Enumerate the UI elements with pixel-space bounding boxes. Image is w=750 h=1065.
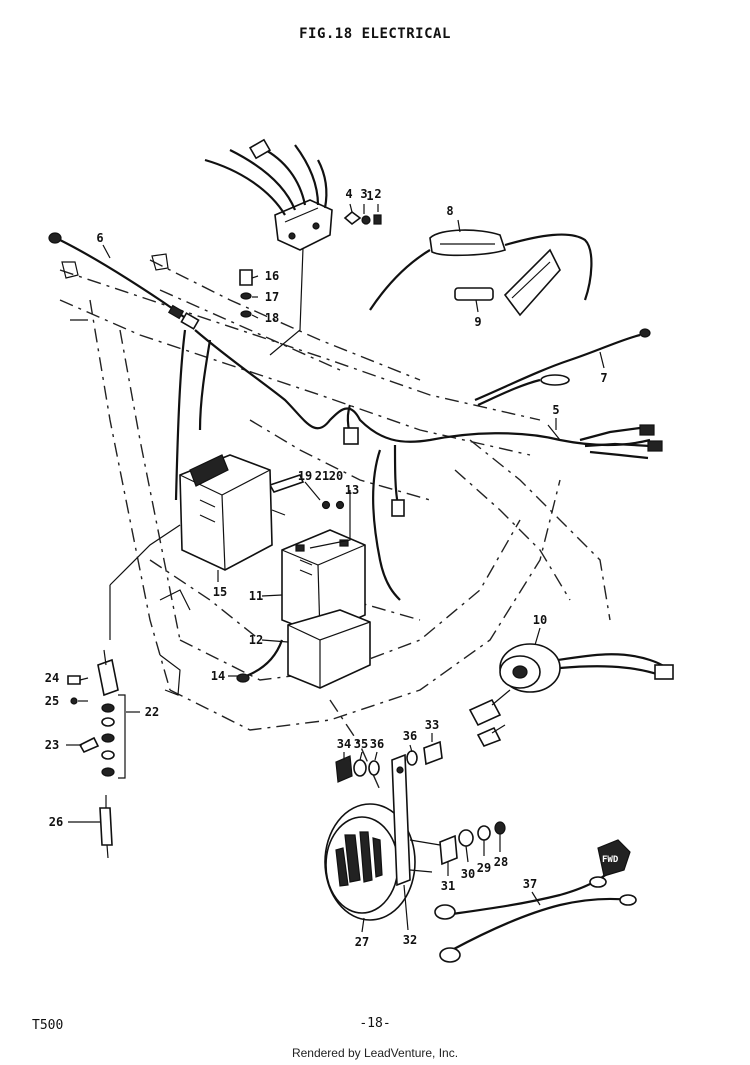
- battery-band-19[interactable]: [268, 474, 305, 493]
- callout-15: 15: [213, 585, 227, 599]
- callout-1: 1: [366, 189, 373, 203]
- callout-12: 12: [249, 633, 263, 647]
- lead-wire-6[interactable]: [48, 232, 200, 330]
- callout-3: 3: [360, 187, 367, 201]
- callout-28: 28: [494, 855, 508, 869]
- callout-6: 6: [96, 231, 103, 245]
- callout-8: 8: [446, 204, 453, 218]
- page-number: -18-: [359, 1016, 391, 1031]
- bolts-20-21[interactable]: [321, 500, 345, 510]
- brake-light-switch[interactable]: [97, 649, 126, 779]
- callout-19: 19: [298, 469, 312, 483]
- callout-31: 31: [441, 879, 455, 893]
- rendered-by-credit: Rendered by LeadVenture, Inc.: [291, 1046, 459, 1060]
- callout-35: 35: [354, 737, 368, 751]
- callout-32: 32: [403, 933, 417, 947]
- callout-36-right: 36: [403, 729, 417, 743]
- junction-block[interactable]: [204, 138, 333, 356]
- ignition-coil[interactable]: [179, 454, 286, 571]
- callout-30: 30: [461, 867, 475, 881]
- screw-24-washer-25[interactable]: [67, 675, 81, 705]
- battery-lead-14[interactable]: [236, 639, 284, 683]
- callout-9: 9: [474, 315, 481, 329]
- battery-holder[interactable]: [287, 609, 371, 689]
- callout-7: 7: [600, 371, 607, 385]
- nut-washer-screw-set-2-4[interactable]: [343, 210, 382, 226]
- lead-wire-7[interactable]: [474, 328, 651, 407]
- callout-23: 23: [45, 738, 59, 752]
- callout-21: 21: [315, 469, 329, 483]
- callout-37: 37: [523, 877, 537, 891]
- regulator-unit[interactable]: [369, 229, 593, 317]
- frame-outline: [59, 253, 611, 791]
- callout-25: 25: [45, 694, 59, 708]
- callout-29: 29: [477, 861, 491, 875]
- fwd-arrow-icon: FWD: [597, 839, 631, 877]
- callout-labels: 1 2 3 4 5 6 7 8 9 10 11 12 13 14 15 16 1…: [45, 187, 608, 949]
- model-code: T500: [32, 1018, 64, 1033]
- callout-36-left: 36: [370, 737, 384, 751]
- callout-10: 10: [533, 613, 547, 627]
- main-wiring-harness[interactable]: [174, 329, 663, 601]
- fwd-label: FWD: [602, 855, 619, 865]
- callout-14: 14: [211, 669, 225, 683]
- callout-17: 17: [265, 290, 279, 304]
- callout-5: 5: [552, 403, 559, 417]
- callout-11: 11: [249, 589, 263, 603]
- coil-bolt-16-18[interactable]: [239, 269, 253, 318]
- leader-lines: [66, 203, 605, 933]
- callout-16: 16: [265, 269, 279, 283]
- callout-34: 34: [337, 737, 351, 751]
- horn-bracket-32[interactable]: [391, 753, 411, 887]
- callout-33: 33: [425, 718, 439, 732]
- callout-4: 4: [345, 187, 352, 201]
- ignition-keys[interactable]: [468, 689, 511, 747]
- callout-13: 13: [345, 483, 359, 497]
- ignition-switch[interactable]: [499, 643, 674, 693]
- callout-26: 26: [49, 815, 63, 829]
- callout-2: 2: [374, 187, 381, 201]
- callout-20: 20: [329, 469, 343, 483]
- callout-27: 27: [355, 935, 369, 949]
- battery[interactable]: [281, 529, 366, 636]
- figure-title: FIG.18 ELECTRICAL: [299, 26, 451, 42]
- spring-23[interactable]: [78, 736, 100, 754]
- horn-lead-wire-37[interactable]: [434, 869, 637, 963]
- brake-switch-spring-26[interactable]: [99, 795, 113, 859]
- horn-hardware-33-36[interactable]: [335, 740, 443, 783]
- callout-22: 22: [145, 705, 159, 719]
- callout-18: 18: [265, 311, 279, 325]
- horn[interactable]: [324, 803, 441, 921]
- callout-24: 24: [45, 671, 59, 685]
